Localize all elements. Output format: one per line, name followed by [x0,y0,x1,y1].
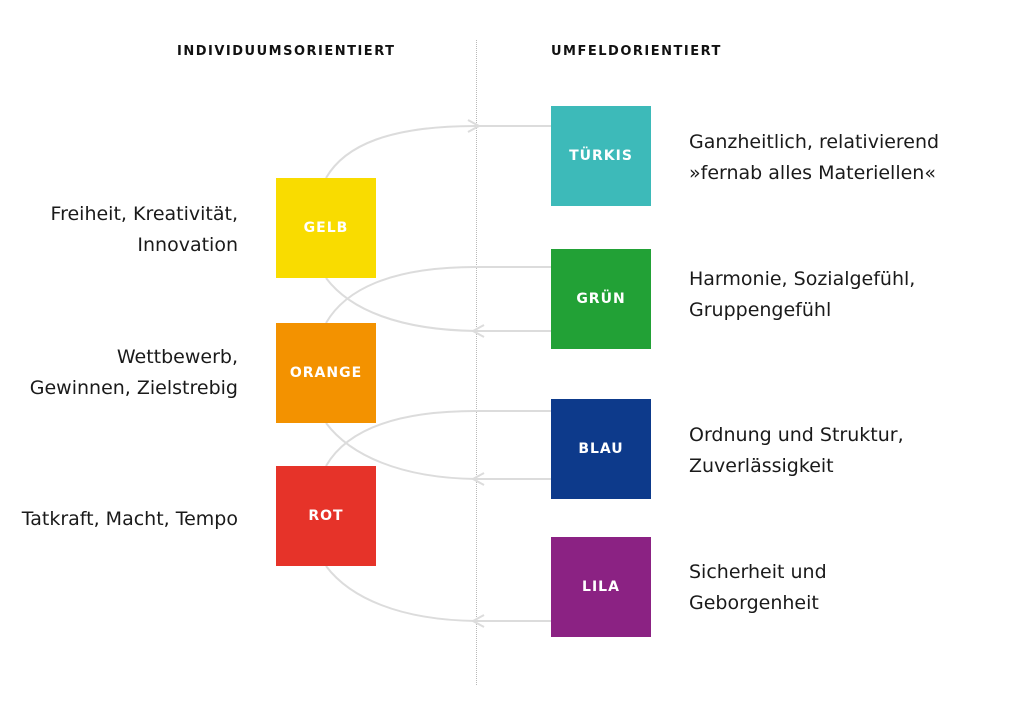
description-line: Harmonie, Sozialgefühl, [689,268,916,290]
heading-umfeldorientiert: UMFELDORIENTIERT [551,44,722,59]
arc-orange-bottom [325,422,551,481]
level-label-tuerkis: TÜRKIS [569,148,633,164]
description-orange: Wettbewerb, Gewinnen, Zielstrebig [30,342,238,404]
arrow-left-icon [470,324,485,338]
level-label-gelb: GELB [303,220,349,236]
description-line: Tatkraft, Macht, Tempo [21,508,238,530]
arc-gelb-bottom [325,277,551,332]
description-rot: Tatkraft, Macht, Tempo [22,504,238,535]
heading-individuumsorientiert: INDIVIDUUMSORIENTIERT [177,44,396,59]
arrow-left-icon [470,614,485,628]
level-label-gruen: GRÜN [576,291,626,307]
level-label-lila: LILA [582,579,620,595]
description-line: Ordnung und Struktur, [689,424,904,446]
center-divider [476,40,477,685]
description-line: Ganzheitlich, relativierend [689,131,940,153]
level-box-rot: ROT [276,466,376,566]
description-line: Geborgenheit [689,592,819,614]
level-box-tuerkis: TÜRKIS [551,106,651,206]
level-box-orange: ORANGE [276,323,376,423]
description-line: Freiheit, Kreativität, [50,203,238,225]
description-gelb: Freiheit, Kreativität, Innovation [51,199,238,261]
description-gruen: Harmonie, Sozialgefühl, Gruppengefühl [689,264,915,326]
description-line: »fernab alles Materiellen« [689,162,936,184]
arc-rot-top [325,409,551,467]
description-blau: Ordnung und Struktur, Zuverlässigkeit [689,420,904,482]
description-lila: Sicherheit und Geborgenheit [689,557,827,619]
level-label-rot: ROT [308,508,344,524]
arc-rot-bottom [325,565,551,623]
description-line: Gewinnen, Zielstrebig [29,377,238,399]
description-line: Zuverlässigkeit [689,455,834,477]
arc-gelb-to-tuerkis [325,125,551,179]
level-label-orange: ORANGE [289,365,363,381]
description-line: Gruppengefühl [689,299,832,321]
level-label-blau: BLAU [578,441,624,457]
arc-orange-top [325,266,551,324]
description-line: Wettbewerb, [116,346,238,368]
level-box-gelb: GELB [276,178,376,278]
arrow-right-icon [467,119,482,133]
description-tuerkis: Ganzheitlich, relativierend »fernab alle… [689,127,939,189]
level-box-gruen: GRÜN [551,249,651,349]
description-line: Innovation [137,234,238,256]
level-box-lila: LILA [551,537,651,637]
arrow-left-icon [470,472,485,486]
level-box-blau: BLAU [551,399,651,499]
description-line: Sicherheit und [689,561,827,583]
